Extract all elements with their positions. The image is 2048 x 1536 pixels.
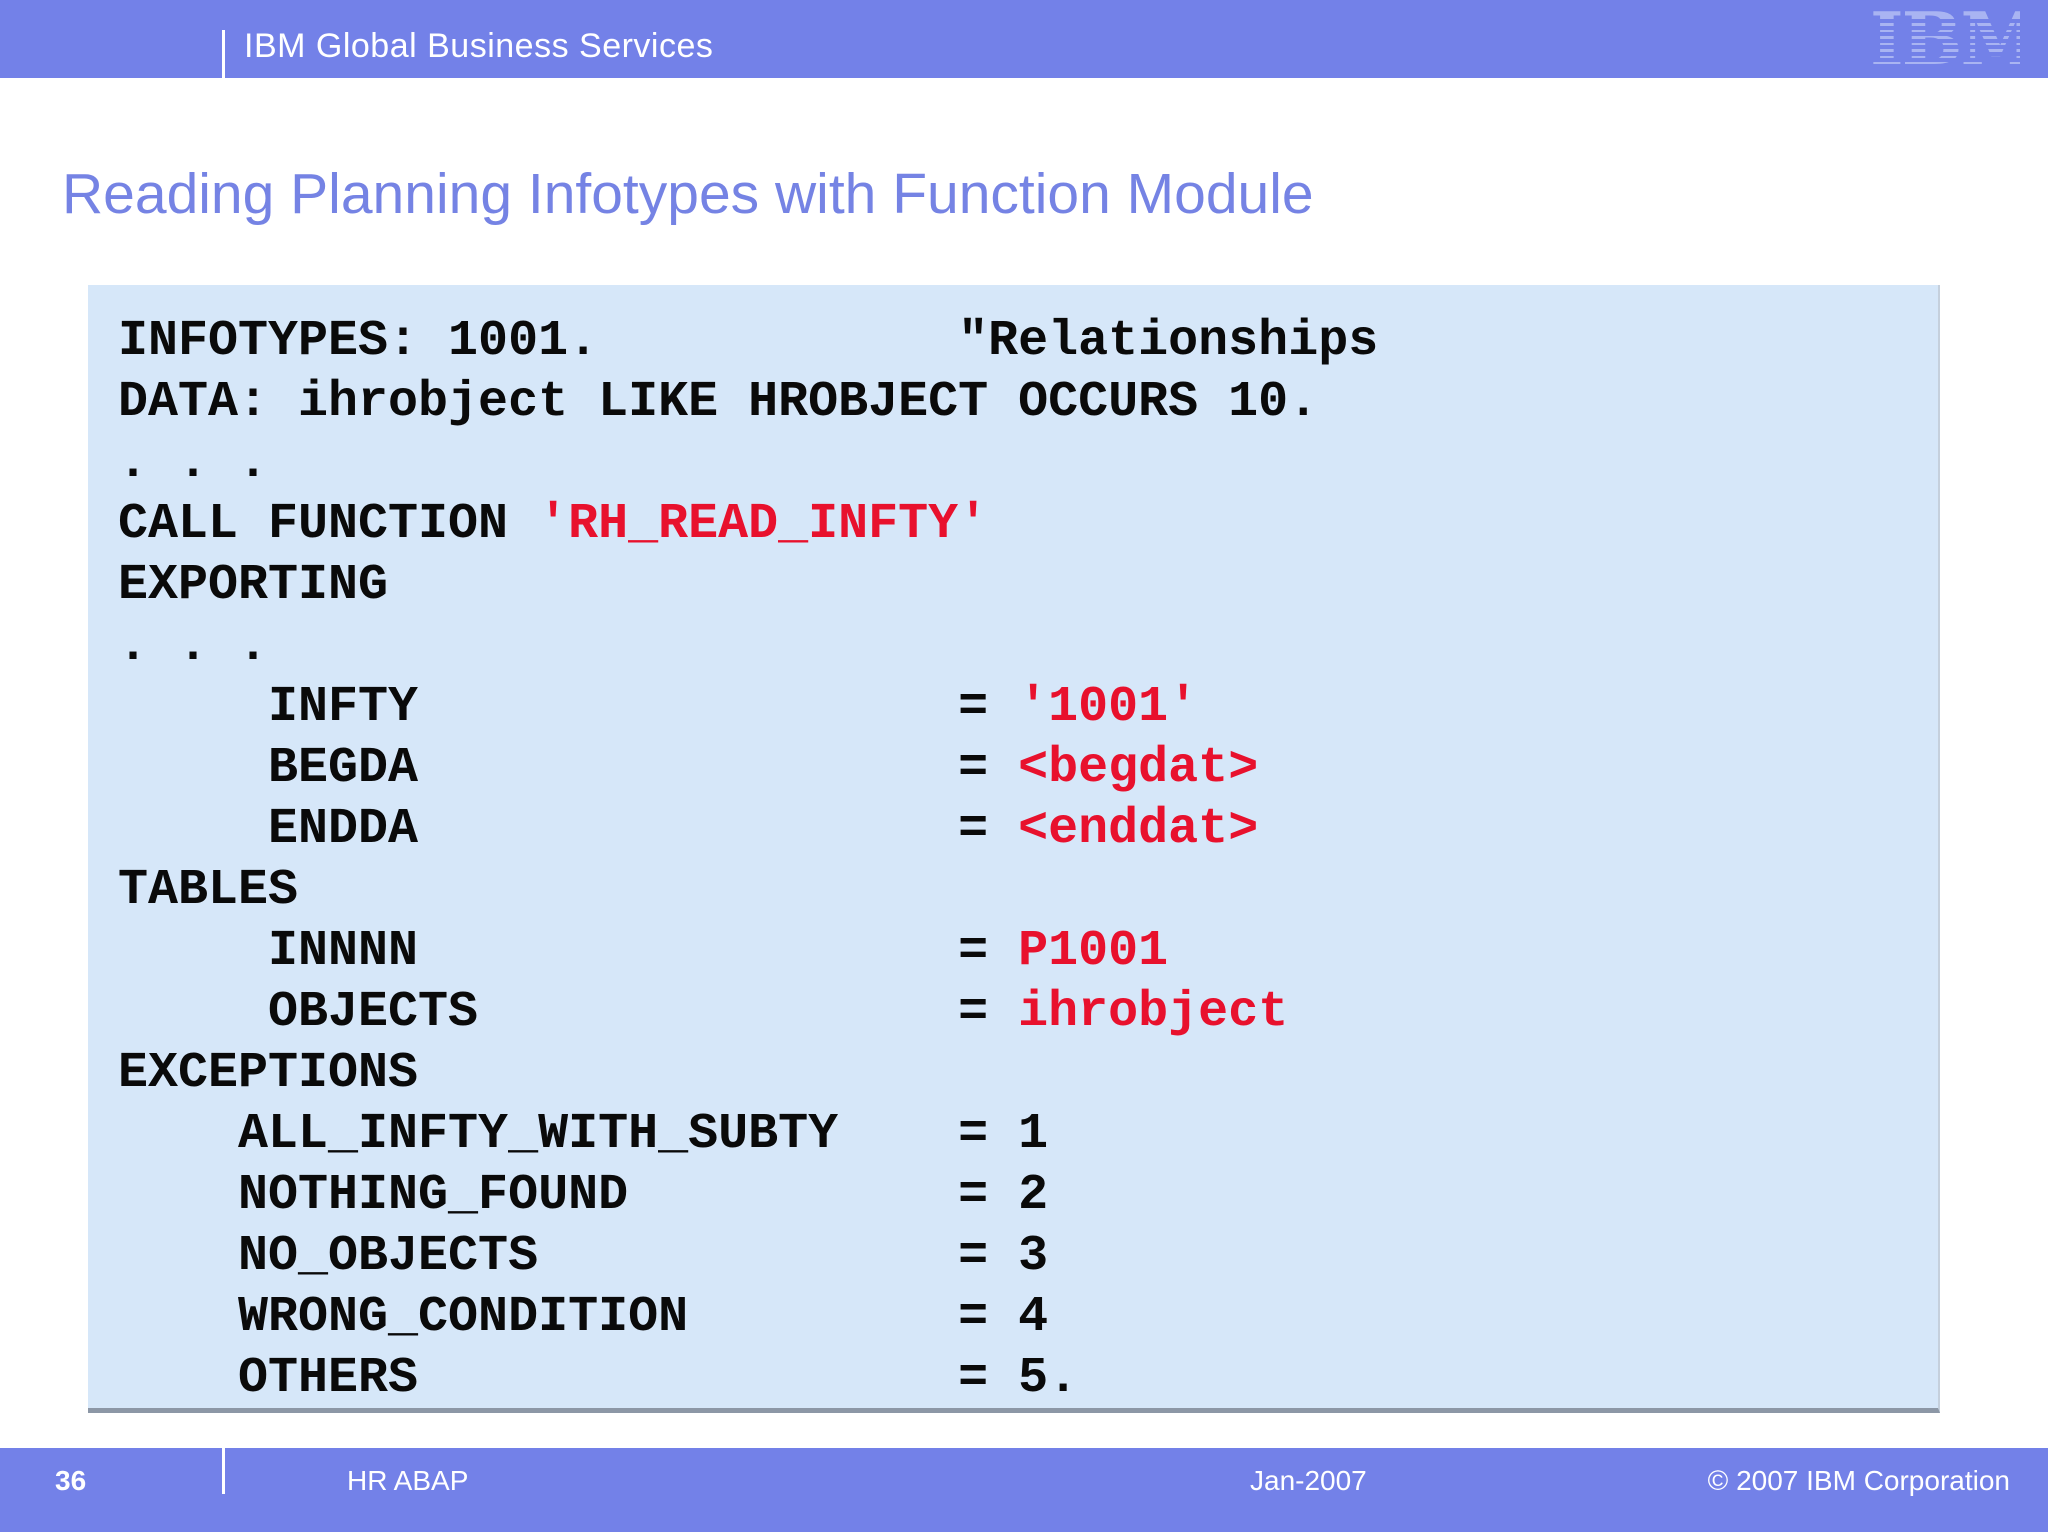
code-line: CALL FUNCTION 'RH_READ_INFTY' (118, 494, 1938, 555)
code-line: . . . (118, 433, 1938, 494)
code-line: BEGDA = <begdat> (118, 738, 1938, 799)
code-line: OTHERS = 5. (118, 1348, 1938, 1409)
code-keyword-text: EXPORTING (118, 557, 389, 614)
code-line: NOTHING_FOUND = 2 (118, 1165, 1938, 1226)
code-line: TABLES (118, 860, 1938, 921)
code-value-text: <enddat> (1018, 801, 1259, 858)
code-keyword-text: TABLES (118, 862, 299, 919)
code-keyword-text: EXCEPTIONS (118, 1045, 419, 1102)
code-keyword-text: NOTHING_FOUND = 2 (118, 1167, 1049, 1224)
code-keyword-text: INFTY = (118, 679, 1019, 736)
code-line: INFOTYPES: 1001. "Relationships (118, 311, 1938, 372)
logo-stripe (1870, 38, 2020, 43)
page-title: Reading Planning Infotypes with Function… (62, 162, 1314, 226)
code-line: WRONG_CONDITION = 4 (118, 1287, 1938, 1348)
code-keyword-text: . . . (118, 618, 269, 675)
code-line: NO_OBJECTS = 3 (118, 1226, 1938, 1287)
ibm-logo: IBM (1870, 8, 2020, 70)
code-line: EXPORTING (118, 555, 1938, 616)
code-value-text: <begdat> (1018, 740, 1259, 797)
logo-stripe (1870, 58, 2020, 62)
brand-text: IBM Global Business Services (244, 27, 714, 65)
footer-divider (222, 1448, 225, 1494)
code-keyword-text: OBJECTS = (118, 984, 1019, 1041)
code-line: EXCEPTIONS (118, 1043, 1938, 1104)
header-bar (0, 0, 2048, 78)
logo-stripe (1870, 51, 2020, 56)
code-keyword-text: INNNN = (118, 923, 1019, 980)
code-keyword-text: ALL_INFTY_WITH_SUBTY = 1 (118, 1106, 1049, 1163)
code-line: ALL_INFTY_WITH_SUBTY = 1 (118, 1104, 1938, 1165)
code-line: DATA: ihrobject LIKE HROBJECT OCCURS 10. (118, 372, 1938, 433)
logo-stripe (1870, 19, 2020, 23)
code-keyword-text: DATA: ihrobject LIKE HROBJECT OCCURS 10. (118, 374, 1319, 431)
code-value-text: 'RH_READ_INFTY' (538, 496, 989, 553)
code-line: . . . (118, 616, 1938, 677)
logo-stripe (1870, 32, 2020, 36)
code-keyword-text: INFOTYPES: 1001. "Relationships (118, 313, 1379, 370)
copyright: © 2007 IBM Corporation (1707, 1465, 2010, 1496)
logo-stripe (1870, 25, 2020, 30)
code-line: INFTY = '1001' (118, 677, 1938, 738)
code-keyword-text: CALL FUNCTION (118, 496, 539, 553)
code-value-text: ihrobject (1018, 984, 1289, 1041)
code-keyword-text: OTHERS = 5. (118, 1350, 1079, 1407)
code-line: INNNN = P1001 (118, 921, 1938, 982)
page-number: 36 (55, 1465, 87, 1496)
code-line: OBJECTS = ihrobject (118, 982, 1938, 1043)
slide-date: Jan-2007 (1250, 1465, 1367, 1496)
code-keyword-text: . . . (118, 435, 269, 492)
code-keyword-text: ENDDA = (118, 801, 1019, 858)
code-value-text: P1001 (1018, 923, 1169, 980)
course-name: HR ABAP (347, 1465, 469, 1496)
code-keyword-text: WRONG_CONDITION = 4 (118, 1289, 1049, 1346)
footer-bar (0, 1448, 2048, 1532)
code-keyword-text: NO_OBJECTS = 3 (118, 1228, 1049, 1285)
logo-stripe (1870, 45, 2020, 49)
brand-divider (222, 30, 225, 87)
code-keyword-text: BEGDA = (118, 740, 1019, 797)
code-line: ENDDA = <enddat> (118, 799, 1938, 860)
code-value-text: '1001' (1018, 679, 1199, 736)
